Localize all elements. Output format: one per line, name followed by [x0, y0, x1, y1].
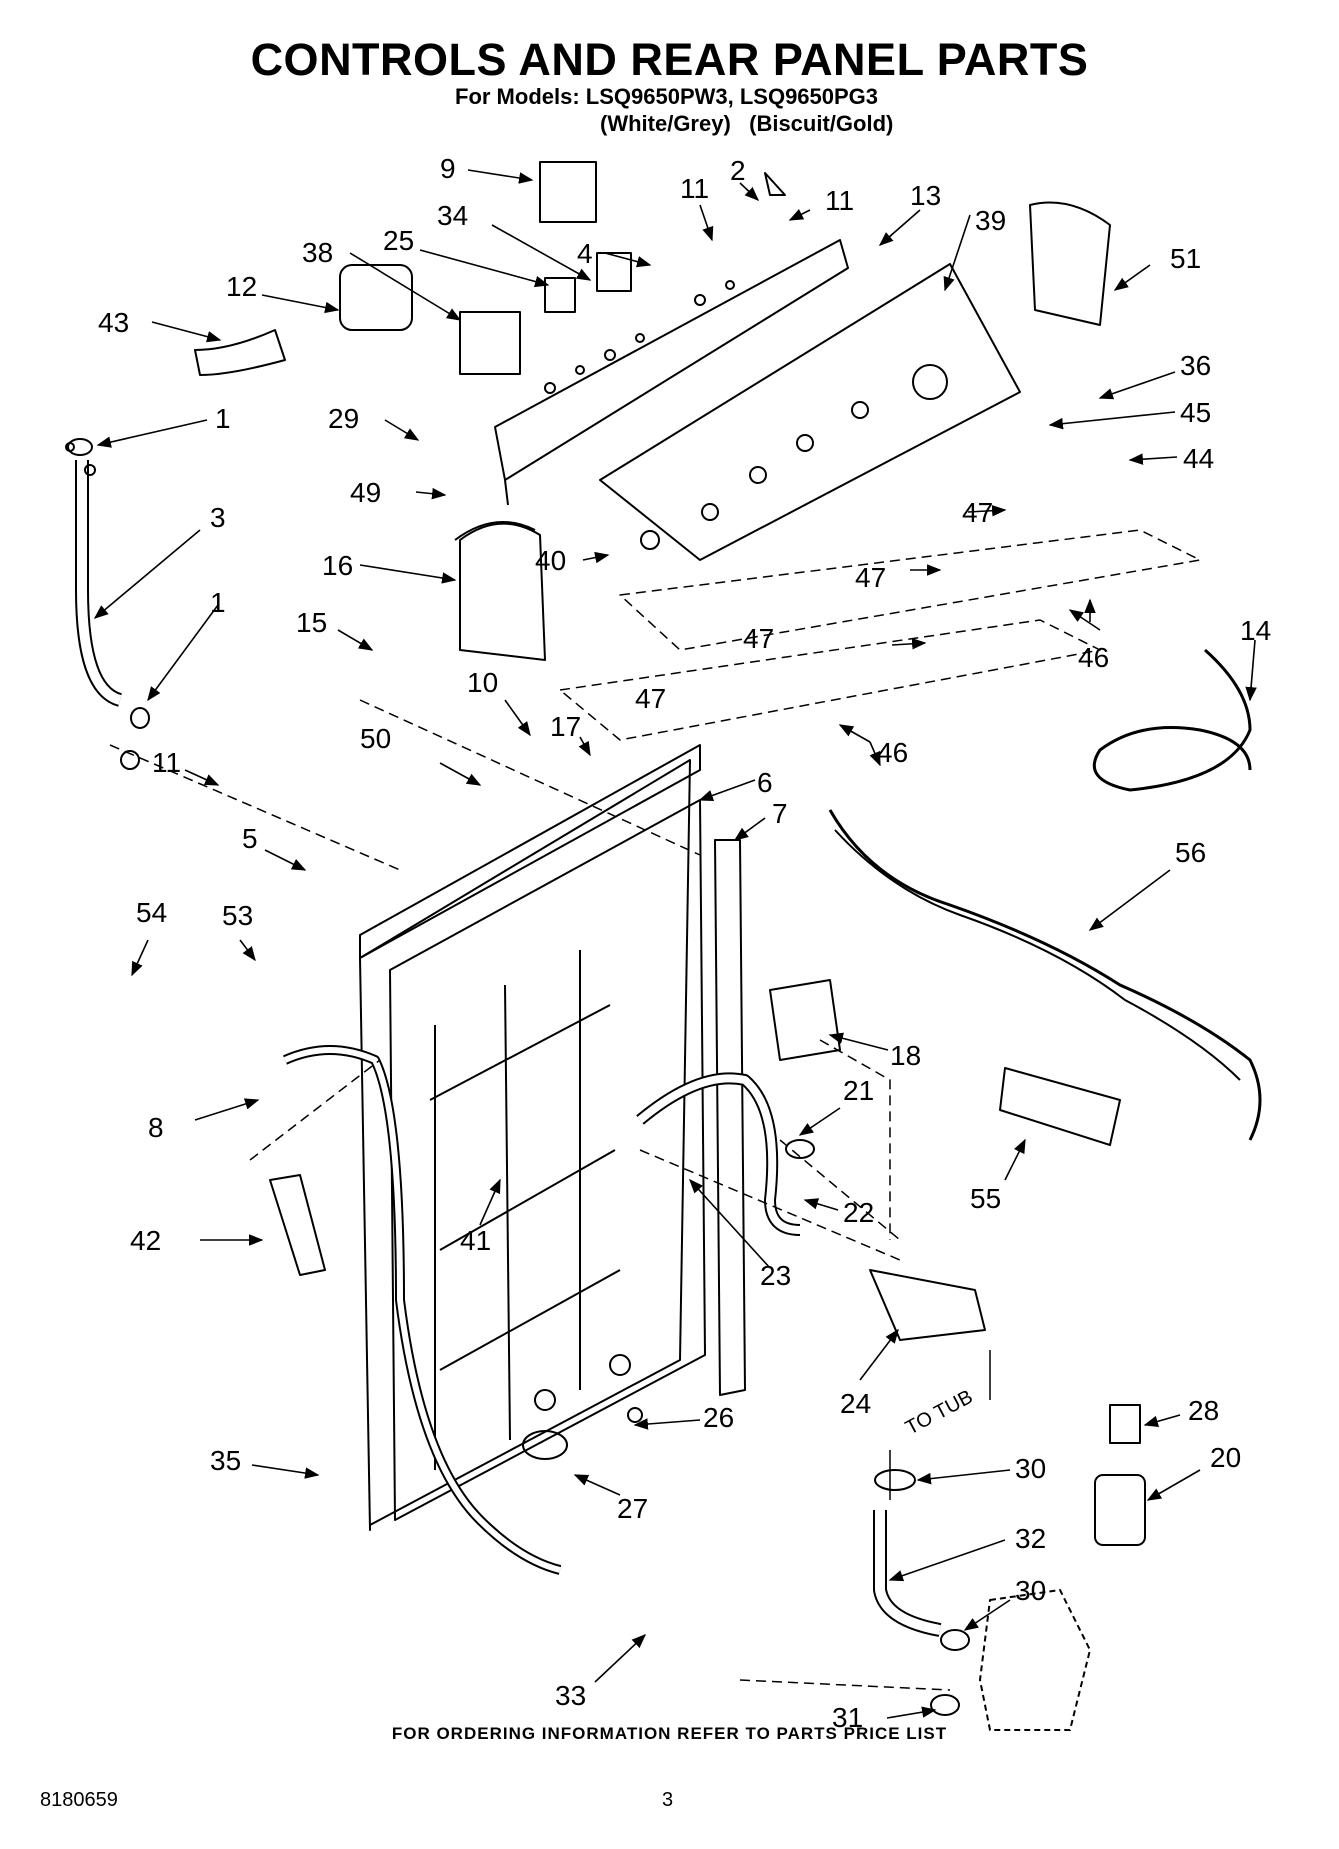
callout-label: 4: [577, 238, 593, 269]
callout-label: 36: [1180, 350, 1211, 381]
callout-label: 16: [322, 550, 353, 581]
pump-motor-28: [1109, 1404, 1141, 1444]
callout-label: 2: [730, 155, 746, 186]
callout-label: 47: [962, 497, 993, 528]
callout-label: 46: [1078, 642, 1109, 673]
callout-label: 54: [136, 897, 167, 928]
callout-label: 14: [1240, 615, 1271, 646]
callout-label: 43: [98, 307, 129, 338]
document-number: 8180659: [40, 1789, 118, 1811]
callout-label: 44: [1183, 443, 1214, 474]
callout-label: 11: [680, 173, 709, 204]
fill-hose: [282, 1045, 562, 1575]
switch-9: [539, 161, 597, 223]
callout-label: 1: [210, 587, 226, 618]
callout-label: 51: [1170, 243, 1201, 274]
callout-labels: 9 2 11 11 13 39 51 34 4 25 38 12 43 36 4…: [98, 153, 1271, 1733]
callout-label: 41: [460, 1225, 491, 1256]
callout-label: 34: [437, 200, 468, 231]
switch-34: [596, 252, 632, 292]
callout-label: 33: [555, 1680, 586, 1711]
pump-outline: [979, 1589, 1091, 1731]
callout-label: 26: [703, 1402, 734, 1433]
callout-label: 3: [210, 502, 226, 533]
callout-label: 53: [222, 900, 253, 931]
callout-label: 21: [843, 1075, 874, 1106]
callout-label: 18: [890, 1040, 921, 1071]
callout-label: 13: [910, 180, 941, 211]
callout-label: 50: [360, 723, 391, 754]
callout-label: 27: [617, 1493, 648, 1524]
callout-label: 11: [152, 747, 181, 778]
callout-label: 42: [130, 1225, 161, 1256]
side-bracket: [714, 839, 746, 1396]
callout-label: 30: [1015, 1575, 1046, 1606]
cover-16-cap: [454, 521, 536, 541]
rear-panel: [359, 759, 691, 1531]
callout-arrows: [93, 169, 1257, 1719]
callout-label: 12: [226, 271, 257, 302]
callout-label: 10: [467, 667, 498, 698]
callout-label: 47: [855, 562, 886, 593]
ordering-note: FOR ORDERING INFORMATION REFER TO PARTS …: [391, 1724, 948, 1743]
end-cap-left: [459, 522, 546, 661]
callout-label: 15: [296, 607, 327, 638]
switch-25: [544, 277, 576, 313]
colors-line: (White/Grey) (Biscuit/Gold): [600, 111, 894, 136]
water-valve: [769, 979, 841, 1061]
callout-label: 45: [1180, 397, 1211, 428]
bracket-55: [999, 1067, 1121, 1146]
page-title: CONTROLS AND REAR PANEL PARTS: [250, 34, 1089, 85]
bracket-24: [869, 1269, 986, 1341]
callout-label: 5: [242, 823, 258, 854]
callout-label: 35: [210, 1445, 241, 1476]
switch-38: [459, 311, 521, 375]
callout-label: 46: [877, 737, 908, 768]
callout-label: 17: [550, 711, 581, 742]
callout-label: 29: [328, 403, 359, 434]
callout-label: 39: [975, 205, 1006, 236]
callout-label: 38: [302, 237, 333, 268]
callout-label: 49: [350, 477, 381, 508]
callout-label: 32: [1015, 1523, 1046, 1554]
callout-label: 56: [1175, 837, 1206, 868]
callout-label: 11: [825, 185, 854, 216]
to-tub-label: TO TUB: [902, 1386, 976, 1440]
models-line: For Models: LSQ9650PW3, LSQ9650PG3: [455, 84, 879, 109]
callout-label: 47: [635, 683, 666, 714]
callout-label: 30: [1015, 1453, 1046, 1484]
callout-label: 7: [772, 798, 788, 829]
wire-harness: [828, 809, 1262, 1141]
power-cord: [1092, 648, 1252, 792]
callout-label: 23: [760, 1260, 791, 1291]
pump-motor-20: [1094, 1474, 1146, 1546]
end-cap-right: [1029, 201, 1111, 326]
callout-label: 20: [1210, 1442, 1241, 1473]
callout-label: 1: [215, 403, 231, 434]
callout-label: 55: [970, 1183, 1001, 1214]
callout-label: 31: [832, 1702, 863, 1733]
callout-label: 9: [440, 153, 456, 184]
callout-label: 8: [148, 1112, 164, 1143]
callout-label: 28: [1188, 1395, 1219, 1426]
control-panel: [494, 239, 849, 481]
bracket-43: [194, 329, 286, 376]
callout-label: 47: [743, 623, 774, 654]
bracket-42: [269, 1174, 326, 1276]
console-cover: [599, 263, 1021, 561]
page-number: 3: [662, 1789, 674, 1811]
callout-label: 6: [757, 767, 773, 798]
callout-label: 40: [535, 545, 566, 576]
callout-label: 22: [843, 1197, 874, 1228]
timer: [339, 264, 413, 331]
callout-label: 25: [383, 225, 414, 256]
callout-label: 24: [840, 1388, 871, 1419]
